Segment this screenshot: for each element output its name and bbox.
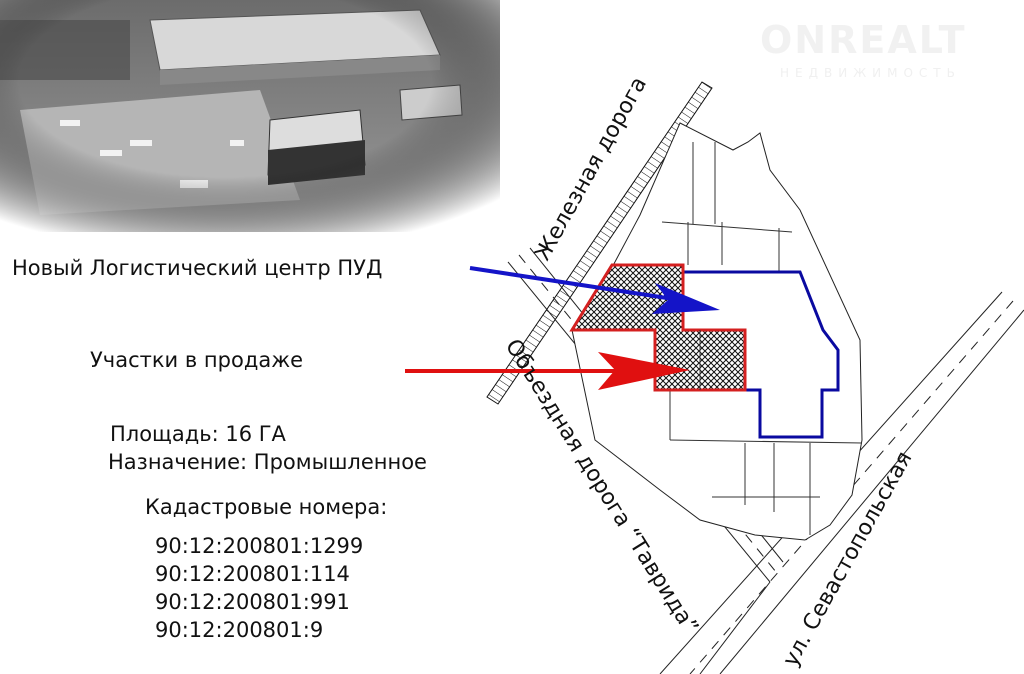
logistics-center-label: Новый Логистический центр ПУД [12,256,383,280]
purpose-label: Назначение: Промышленное [108,450,427,474]
cadastral-number: 90:12:200801:1299 [155,534,364,558]
watermark-tagline: НЕДВИЖИМОСТЬ [780,66,961,80]
area-label: Площадь: 16 ГА [110,422,286,446]
cadastral-number: 90:12:200801:9 [155,618,324,642]
plots-for-sale-label: Участки в продаже [90,348,304,372]
parcel-lines [661,142,863,535]
railway [486,81,713,405]
aerial-render-photo [0,0,500,232]
watermark-logo: ONREALT [760,18,967,62]
cadastral-list: 90:12:200801:1299 90:12:200801:114 90:12… [155,532,363,644]
red-arrow [405,352,690,390]
blue-arrow [469,266,720,314]
cadastral-number: 90:12:200801:991 [155,590,350,614]
cadastral-number: 90:12:200801:114 [155,562,350,586]
cadastral-title: Кадастровые номера: [145,495,388,519]
plots-for-sale [569,263,747,392]
